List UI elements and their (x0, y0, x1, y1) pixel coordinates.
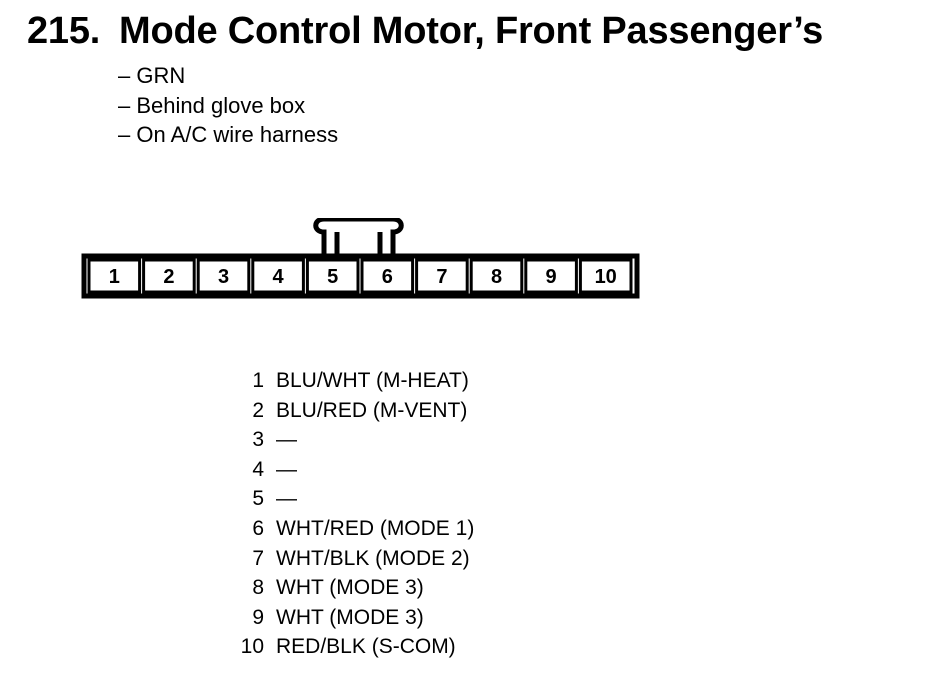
pin-number: 4 (252, 457, 264, 481)
pin-number: 8 (252, 576, 264, 600)
connector-lock-tab (313, 218, 404, 254)
pin-number: 1 (252, 369, 264, 392)
pin-cell-7 (415, 258, 469, 294)
pin-number: 9 (252, 605, 264, 629)
pin-wire-description: WHT/RED (MODE 1) (276, 516, 475, 540)
pin-label-3: 3 (218, 266, 229, 288)
pin-cells: 1 2 3 4 5 6 7 8 9 10 (87, 258, 633, 294)
connector-diagram: 1 2 3 4 5 6 7 8 9 10 (81, 218, 640, 299)
pin-row: 2 BLU/RED (M-VENT) (236, 396, 474, 426)
pin-row: 3— (236, 425, 474, 455)
pin-row: 7 WHT/BLK (MODE 2) (236, 544, 474, 574)
pin-label-7: 7 (436, 266, 447, 288)
page-title: 215. Mode Control Motor, Front Passenger’… (27, 9, 823, 53)
pin-wire-description: WHT (MODE 3) (276, 576, 424, 600)
pin-number: 10 (240, 635, 264, 659)
pin-row: 6 WHT/RED (MODE 1) (236, 514, 474, 544)
connector-notes: – GRN – Behind glove box – On A/C wire h… (118, 61, 338, 150)
note-harness: – On A/C wire harness (118, 122, 339, 147)
pin-row: 8 WHT (MODE 3) (236, 573, 474, 603)
pin-cell-4 (251, 258, 305, 294)
title-text: Mode Control Motor, Front Passenger’s (119, 10, 824, 52)
pin-row: 1 BLU/WHT (M-HEAT) (236, 366, 474, 396)
pin-cell-1 (87, 258, 142, 294)
pin-label-1: 1 (109, 266, 120, 288)
connector-lock-notch (334, 232, 383, 254)
pin-label-4: 4 (273, 266, 285, 288)
pin-cell-9 (524, 258, 578, 294)
pin-wire-description: WHT (MODE 3) (276, 605, 424, 629)
pin-cell-5 (305, 258, 360, 294)
pin-wire-description: BLU/RED (M-VENT) (276, 398, 468, 422)
pin-wire-description: RED/BLK (S-COM) (276, 635, 456, 659)
pin-cell-2 (142, 258, 196, 294)
pin-wire-description: WHT/BLK (MODE 2) (276, 546, 470, 570)
pin-wire-description: — (276, 487, 297, 511)
note-location: – Behind glove box (118, 92, 306, 118)
pin-row: 9 WHT (MODE 3) (236, 603, 474, 633)
title-number: 215. (27, 10, 101, 52)
pin-label-2: 2 (163, 266, 174, 288)
pin-cell-6 (360, 258, 415, 294)
pin-label-6: 6 (382, 266, 393, 288)
pin-number: 6 (252, 516, 264, 540)
pin-number: 7 (252, 546, 264, 570)
pin-number: 2 (252, 398, 264, 422)
pin-number: 3 (252, 428, 264, 452)
pin-row: 4— (236, 455, 474, 485)
pin-row: 10 RED/BLK (S-COM) (236, 632, 474, 662)
pin-cell-3 (196, 258, 251, 294)
pin-label-9: 9 (546, 266, 557, 288)
pin-label-8: 8 (491, 266, 502, 288)
pin-wire-description: — (276, 428, 297, 452)
note-color: – GRN (118, 63, 186, 88)
pin-number: 5 (252, 487, 264, 511)
pin-label-5: 5 (327, 266, 338, 288)
pin-wire-description: — (276, 457, 297, 481)
pin-row: 5— (236, 484, 474, 514)
pin-cell-10 (578, 258, 633, 294)
pin-cell-8 (469, 258, 524, 294)
pin-label-10: 10 (595, 266, 617, 288)
pin-wire-description: BLU/WHT (M-HEAT) (276, 369, 469, 392)
